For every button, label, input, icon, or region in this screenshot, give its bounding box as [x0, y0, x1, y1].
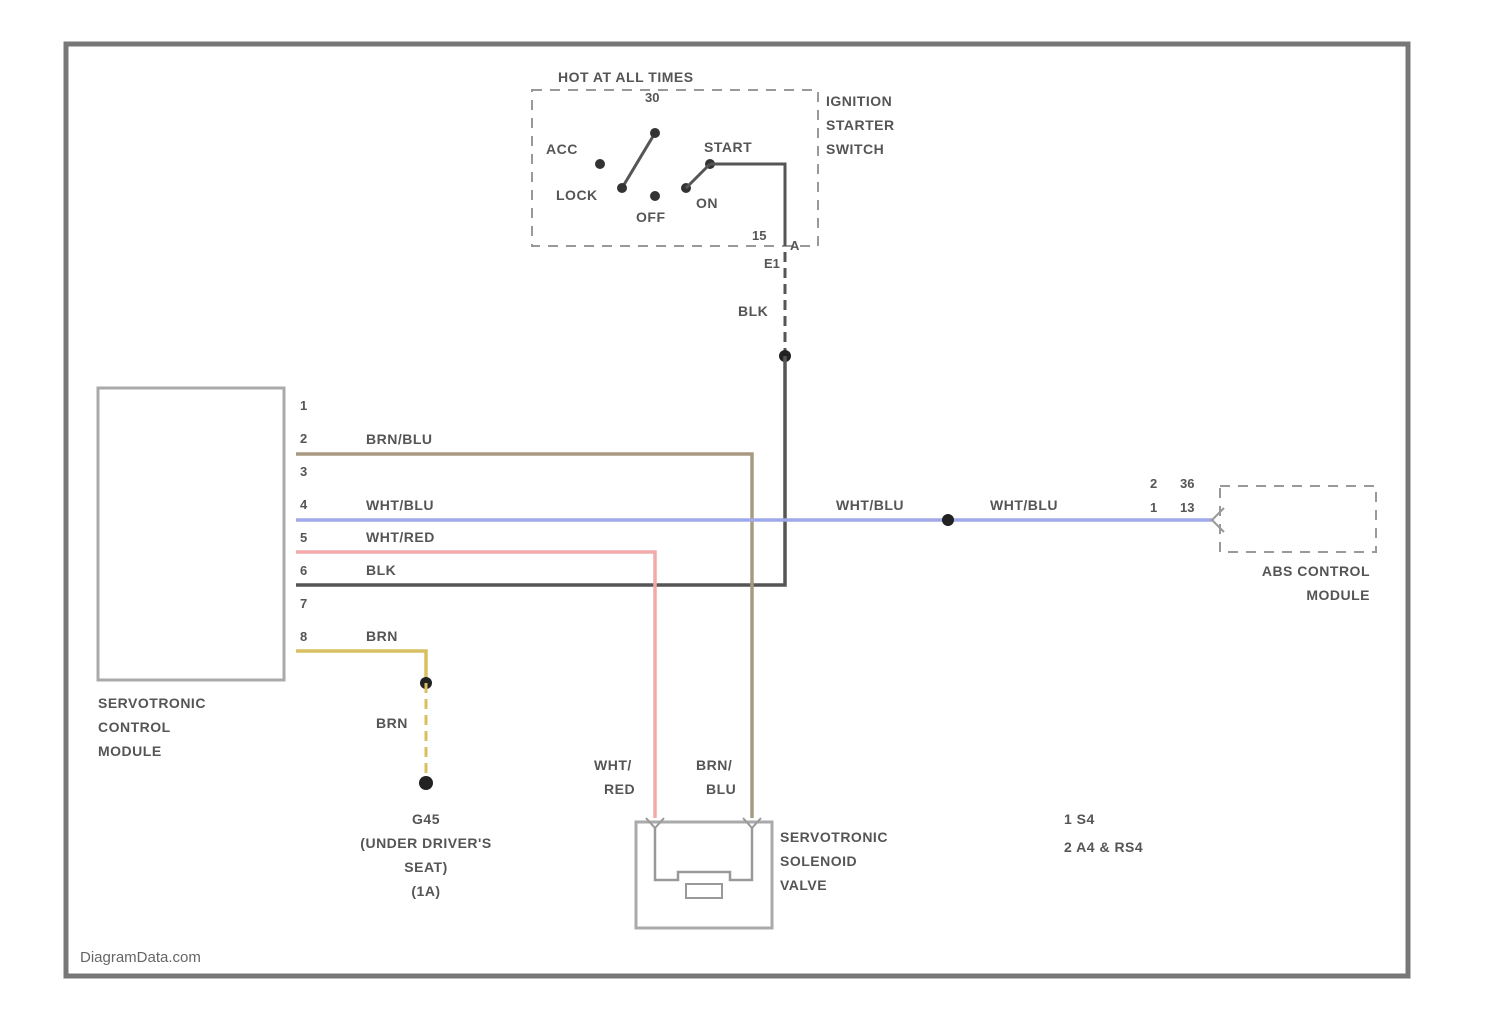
ignition-feed-wire-label: BLK [738, 303, 768, 319]
abs-splice [942, 514, 954, 526]
pin-label-8: 8 [300, 629, 307, 644]
switch-start-link [686, 164, 710, 188]
wire-pin5-label: WHT/RED [366, 529, 435, 545]
position-lock-label: LOCK [556, 187, 598, 203]
abs-wire-2-label: WHT/BLU [990, 497, 1058, 513]
abs-connector-r2c2: 13 [1180, 500, 1194, 515]
switch-contact-off [650, 191, 660, 201]
abs-connector-arrow [1212, 508, 1224, 532]
ignition-switch-name-line2: STARTER [826, 117, 895, 133]
abs-module-box [1220, 486, 1376, 552]
switch-contact-lock [617, 183, 627, 193]
abs-connector-r1c1: 2 [1150, 476, 1157, 491]
ground-label-line4: (1A) [411, 883, 440, 899]
valve-right-wire-line2: BLU [706, 781, 736, 797]
position-start-label: START [704, 139, 752, 155]
control-module-box [98, 388, 284, 680]
pin-label-5: 5 [300, 530, 307, 545]
ground-label-line2: (UNDER DRIVER'S [360, 835, 491, 851]
control-module-name-line1: SERVOTRONIC [98, 695, 206, 711]
ground-label-line3: SEAT) [404, 859, 447, 875]
pin-label-2: 2 [300, 431, 307, 446]
position-on-label: ON [696, 195, 718, 211]
watermark: DiagramData.com [80, 949, 201, 966]
control-module: 1 2 3 4 5 6 7 8 SERVOTRONIC CONTROL MODU… [98, 388, 308, 759]
wire-pin6-label: BLK [366, 562, 396, 578]
wire-pin8-brn [296, 651, 426, 683]
note-2: 2 A4 & RS4 [1064, 839, 1143, 855]
wire-pin2-brn-blu [296, 454, 752, 818]
valve-right-wire-line1: BRN/ [696, 757, 732, 773]
ignition-terminal-a-label: 15 [752, 228, 766, 243]
valve-coil-loop [655, 828, 752, 880]
position-off-label: OFF [636, 209, 666, 225]
ground-label-line1: G45 [412, 811, 440, 827]
solenoid-valve: WHT/ RED BRN/ BLU SERVOTRONIC SOLENOID V… [594, 757, 888, 928]
switch-contact-acc [595, 159, 605, 169]
ignition-terminal-b-label: E1 [764, 256, 780, 271]
pin-label-4: 4 [300, 497, 308, 512]
ignition-pin-top-label: 30 [645, 90, 659, 105]
abs-module: 2 36 1 13 ABS CONTROL MODULE [1150, 476, 1376, 603]
note-1: 1 S4 [1064, 811, 1095, 827]
valve-left-wire-line1: WHT/ [594, 757, 632, 773]
control-module-name-line2: CONTROL [98, 719, 171, 735]
valve-coil-icon [686, 884, 722, 898]
abs-module-name-line1: ABS CONTROL [1262, 563, 1370, 579]
wire-pin5-wht-red [296, 552, 655, 818]
ground-feed-wire-label: BRN [376, 715, 408, 731]
position-acc-label: ACC [546, 141, 578, 157]
ignition-switch: HOT AT ALL TIMES 30 IGNITION STARTER SWI… [532, 69, 895, 271]
ignition-switch-box [532, 90, 818, 246]
switch-pivot-top [650, 128, 660, 138]
pin-label-6: 6 [300, 563, 307, 578]
abs-wire-1-label: WHT/BLU [836, 497, 904, 513]
wire-pin8-label: BRN [366, 628, 398, 644]
wire-pin4-label: WHT/BLU [366, 497, 434, 513]
solenoid-valve-name-line3: VALVE [780, 877, 827, 893]
hot-at-all-times-label: HOT AT ALL TIMES [558, 69, 694, 85]
pin-label-7: 7 [300, 596, 307, 611]
ignition-pin-c-label: A [790, 238, 800, 253]
ignition-switch-name-line1: IGNITION [826, 93, 892, 109]
valve-left-wire-line2: RED [604, 781, 635, 797]
ground-point [419, 776, 433, 790]
abs-connector-r2c1: 1 [1150, 500, 1157, 515]
pin-label-1: 1 [300, 398, 307, 413]
abs-connector-r1c2: 36 [1180, 476, 1194, 491]
pin-label-3: 3 [300, 464, 307, 479]
switch-output-wire [710, 164, 785, 236]
wire-pin2-label: BRN/BLU [366, 431, 433, 447]
abs-module-name-line2: MODULE [1306, 587, 1370, 603]
switch-blade [622, 133, 655, 188]
solenoid-valve-name-line2: SOLENOID [780, 853, 857, 869]
solenoid-valve-name-line1: SERVOTRONIC [780, 829, 888, 845]
control-module-name-line3: MODULE [98, 743, 162, 759]
ignition-switch-name-line3: SWITCH [826, 141, 884, 157]
